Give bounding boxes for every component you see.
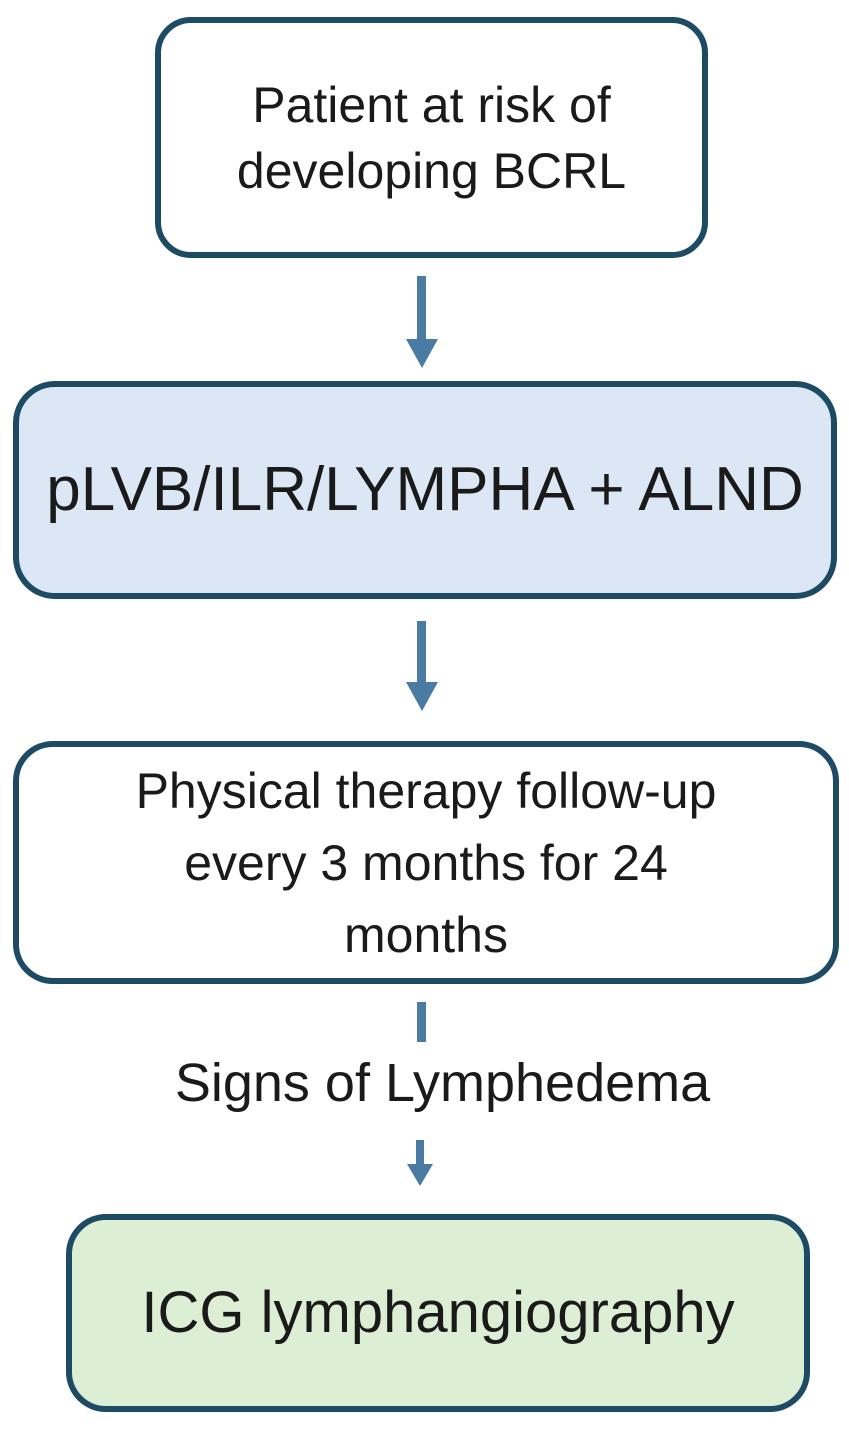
node-surgery-label: pLVB/ILR/LYMPHA + ALND — [46, 455, 804, 524]
down-arrow-head — [407, 1164, 433, 1186]
node-icg-lymphangiography: ICG lymphangiography — [66, 1214, 810, 1412]
down-arrow-shaft — [417, 621, 426, 687]
down-arrow-shaft — [417, 276, 426, 344]
down-arrow-head — [406, 682, 438, 711]
node-physical-therapy-followup-label: Physical therapy follow-up every 3 month… — [135, 762, 717, 963]
edge-label-signs-of-lymphedema: Signs of Lymphedema — [174, 1053, 711, 1113]
down-arrow-icon — [406, 621, 438, 711]
node-surgery-plvb-ilr-lympha-alnd: pLVB/ILR/LYMPHA + ALND — [13, 381, 837, 599]
down-arrow-shaft — [416, 1140, 424, 1167]
node-physical-therapy-followup: Physical therapy follow-up every 3 month… — [13, 741, 839, 984]
node-icg-lymphangiography-label: ICG lymphangiography — [141, 1280, 735, 1345]
connector-dash-segment — [417, 1002, 426, 1042]
down-arrow-head — [406, 339, 438, 368]
node-patient-at-risk-label: Patient at risk of developing BCRL — [236, 76, 627, 199]
node-patient-at-risk: Patient at risk of developing BCRL — [155, 17, 708, 258]
down-arrow-icon — [406, 276, 438, 368]
down-arrow-icon — [407, 1140, 433, 1186]
